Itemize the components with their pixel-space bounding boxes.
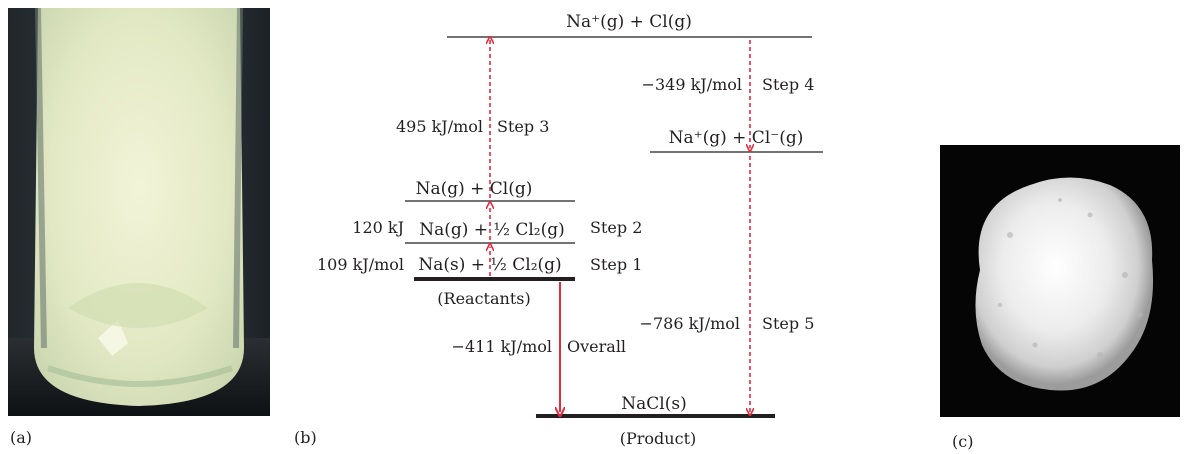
label-ions-gas-atoms: Na⁺(g) + Cl(g) xyxy=(566,12,692,32)
energy-step3: 495 kJ/mol xyxy=(396,117,483,136)
label-step4: Step 4 xyxy=(762,75,814,94)
energy-step1: 109 kJ/mol xyxy=(317,255,404,274)
label-product: NaCl(s) xyxy=(621,394,686,414)
label-step5: Step 5 xyxy=(762,314,814,333)
energy-step5: −786 kJ/mol xyxy=(640,314,740,333)
label-reactants: Na(s) + ½ Cl₂(g) xyxy=(418,255,561,275)
energy-overall: −411 kJ/mol xyxy=(452,337,552,356)
label-overall: Overall xyxy=(567,337,626,356)
label-reactants-note: (Reactants) xyxy=(437,289,530,308)
label-na-gas-cl2: Na(g) + ½ Cl₂(g) xyxy=(419,220,565,240)
energy-step4: −349 kJ/mol xyxy=(642,75,742,94)
label-atoms-gas: Na(g) + Cl(g) xyxy=(416,179,533,199)
energy-step2: 120 kJ xyxy=(352,218,404,237)
label-step1: Step 1 xyxy=(590,255,642,274)
label-step2: Step 2 xyxy=(590,218,642,237)
label-product-note: (Product) xyxy=(620,429,696,448)
label-step3: Step 3 xyxy=(497,117,549,136)
label-ions-gas: Na⁺(g) + Cl⁻(g) xyxy=(669,128,804,148)
